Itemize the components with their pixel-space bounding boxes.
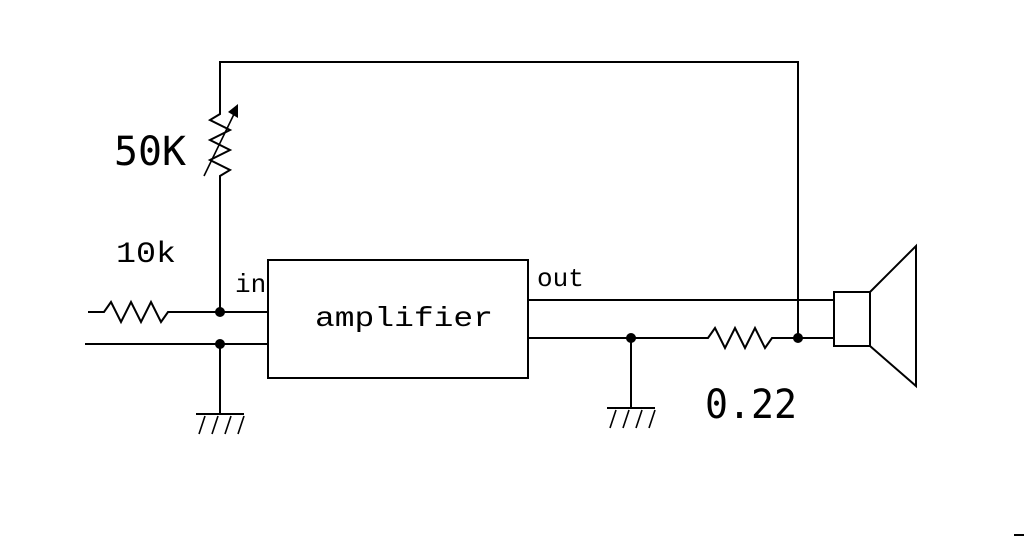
output-wire-bottom <box>528 325 834 351</box>
sense-resistor-label: 0.22 <box>705 382 797 428</box>
potentiometer <box>203 104 238 182</box>
pot-arrow-head <box>228 104 238 118</box>
amplifier-block <box>267 259 529 379</box>
pot-value-label: 50K <box>114 129 186 175</box>
input-signal-wire <box>88 299 268 325</box>
input-node-dot <box>215 307 225 317</box>
pot-arrow-shaft <box>203 109 237 177</box>
feedback-node-dot <box>793 333 803 343</box>
speaker-icon <box>833 243 917 389</box>
input-resistor-label: 10k <box>116 238 176 272</box>
ground-right-icon <box>607 407 656 429</box>
ground-left-icon <box>196 413 245 435</box>
pot-zigzag <box>207 108 233 182</box>
ground-node-dot-left <box>215 339 225 349</box>
ground-node-dot-right <box>626 333 636 343</box>
amplifier-label: amplifier <box>315 304 493 335</box>
out-label: out <box>537 264 584 294</box>
feedback-wire <box>219 61 799 338</box>
in-label: in <box>235 270 266 300</box>
